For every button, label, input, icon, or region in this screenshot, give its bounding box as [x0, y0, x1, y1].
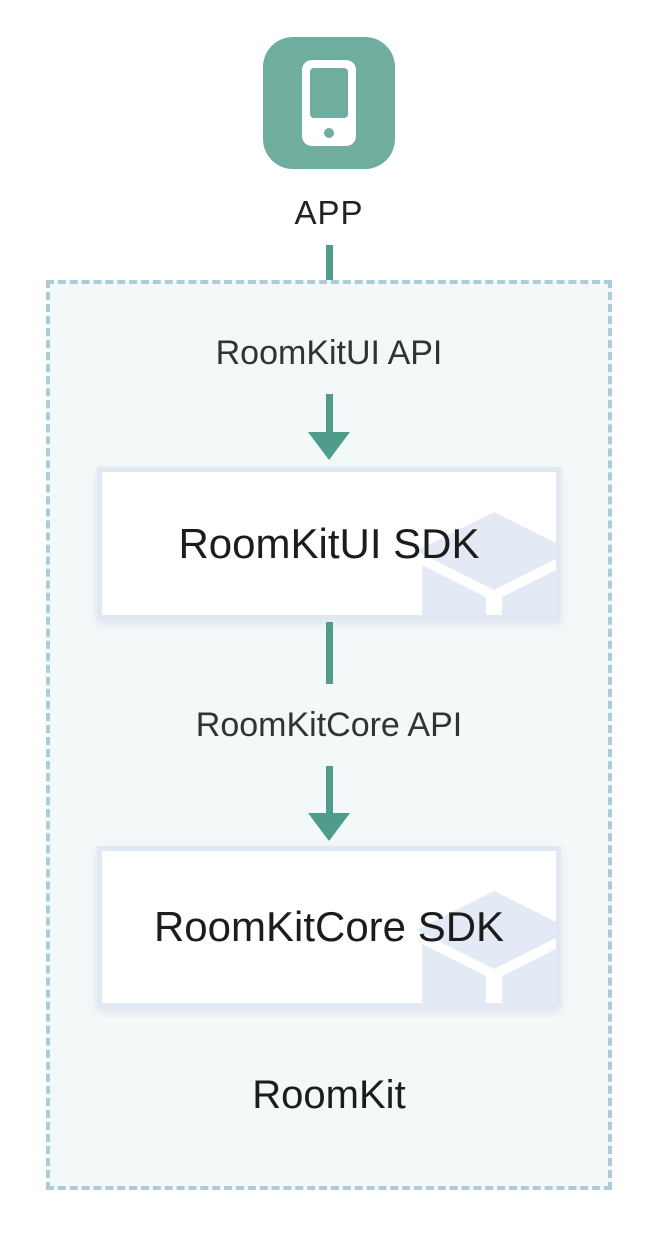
mobile-phone-icon: [302, 60, 356, 146]
connector-line-sdk: [325, 622, 333, 684]
app-label: APP: [294, 194, 364, 231]
connector-line-app: [325, 245, 333, 313]
roomkitcore-sdk-box: RoomKitCore SDK: [97, 846, 561, 1008]
arrow-line-roomkitcore: [325, 766, 333, 813]
package-cube-icon: [416, 512, 556, 615]
roomkitcore-sdk-label: RoomKitCore SDK: [153, 903, 505, 950]
phone-screen: [310, 68, 348, 118]
phone-home-button: [324, 128, 334, 138]
app-icon: [263, 37, 395, 169]
roomkitui-sdk-label: RoomKitUI SDK: [178, 519, 480, 567]
roomkitui-sdk-box: RoomKitUI SDK: [97, 467, 561, 620]
arrow-line-roomkitui: [325, 394, 333, 432]
roomkitui-api-label: RoomKitUI API: [215, 334, 443, 372]
arrow-down-icon: [308, 813, 350, 841]
roomkitcore-api-label: RoomKitCore API: [195, 706, 463, 744]
roomkit-label: RoomKit: [252, 1073, 406, 1117]
arrow-down-icon: [308, 432, 350, 460]
package-cube-icon: [416, 891, 556, 1003]
